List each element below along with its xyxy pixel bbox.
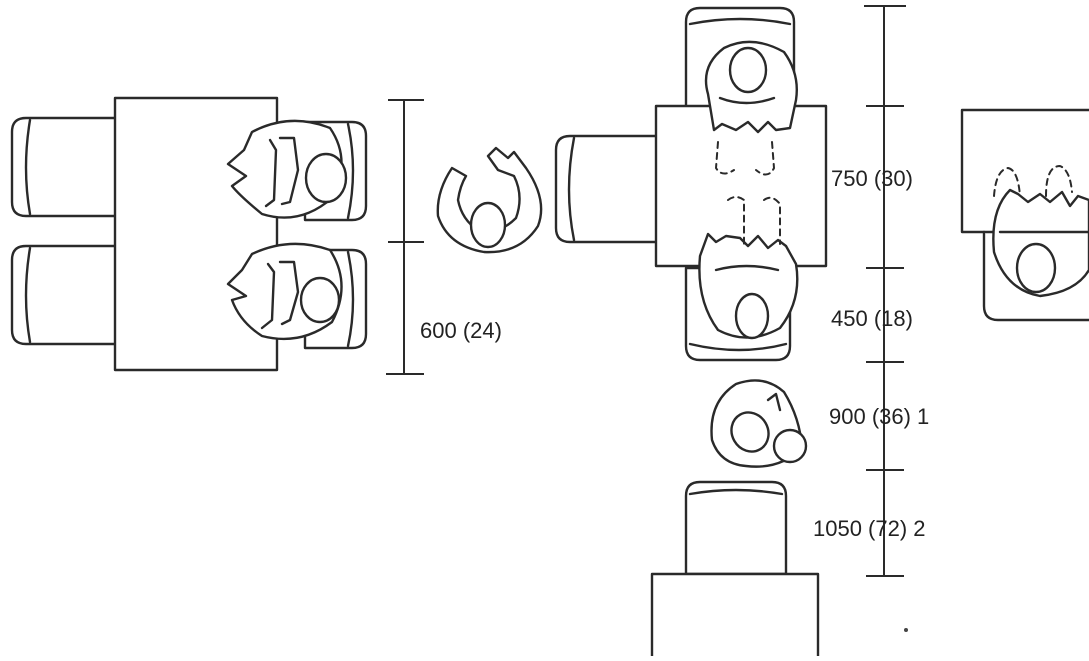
dimension-label-450: 450 (18): [831, 306, 913, 331]
seated-person-bottom: [698, 196, 799, 340]
dimension-label-750: 750 (30): [831, 166, 913, 191]
lower-chair: [684, 480, 788, 576]
passing-person-bottom: [710, 379, 808, 468]
dimension-label-600: 600 (24): [420, 318, 502, 343]
seated-person-top: [704, 40, 798, 176]
seated-person-left-top: [226, 119, 348, 219]
stray-mark: [904, 628, 908, 632]
seated-person-left-bottom: [226, 242, 343, 341]
dimension-label-1050: 1050 (72) 2: [813, 516, 926, 541]
left-chair-top: [10, 116, 122, 218]
left-seating-group: 600 (24): [10, 96, 543, 375]
dimension-line-right: [864, 5, 906, 577]
far-right-partial-group: [960, 108, 1089, 322]
left-chair-bottom: [10, 244, 122, 346]
dimension-line-600: [386, 99, 424, 375]
passing-person-left: [436, 146, 543, 254]
side-chair: [554, 134, 662, 244]
lower-table: [650, 572, 820, 658]
dimension-label-900: 900 (36) 1: [829, 404, 929, 429]
seated-person-far-right: [992, 164, 1089, 298]
right-seating-group: 750 (30) 450 (18) 900 (36) 1 1050 (72) 2: [554, 5, 929, 658]
